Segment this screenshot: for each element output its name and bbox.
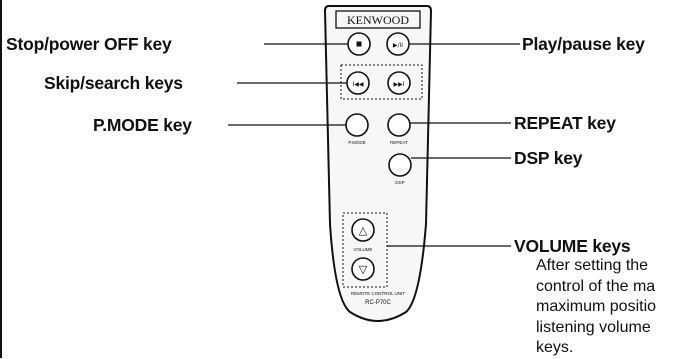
volume-caption: VOLUME [353,247,372,252]
label-stop-power: Stop/power OFF key [6,34,172,54]
volume-up-icon: △ [359,224,368,237]
page-frame-line [0,0,2,358]
label-pmode: P.MODE key [93,115,192,135]
volume-up-button[interactable] [351,218,375,242]
label-skip-search: Skip/search keys [44,73,183,93]
remote-caption: REMOTE CONTROL UNIT [351,291,405,296]
volume-keys-group [342,212,388,288]
volume-note: After setting the control of the ma maxi… [536,257,657,356]
label-volume: VOLUME keys [514,236,631,256]
skip-forward-icon: ▶▶I [394,81,405,88]
brand-logo: KENWOOD [347,13,409,27]
dsp-caption: DSP [395,180,404,185]
brand-window [335,10,421,29]
pmode-button[interactable] [345,113,369,137]
repeat-button[interactable] [387,113,411,137]
repeat-caption: REPEAT [390,140,408,145]
label-repeat: REPEAT key [514,113,616,133]
volume-down-icon: ▽ [359,263,368,276]
volume-down-button[interactable] [351,257,375,281]
remote-model: RC-P70C [365,300,391,306]
skip-keys-group [340,64,423,100]
pmode-caption: P.MODE [348,140,365,145]
skip-back-icon: I◀◀ [353,81,364,88]
remote-body [323,5,433,322]
stop-icon [356,41,362,47]
play-pause-icon: ▶/II [393,42,403,49]
dsp-button[interactable] [388,153,412,177]
skip-forward-button[interactable] [387,71,411,95]
label-play-pause: Play/pause key [522,34,645,54]
label-dsp: DSP key [514,148,583,168]
